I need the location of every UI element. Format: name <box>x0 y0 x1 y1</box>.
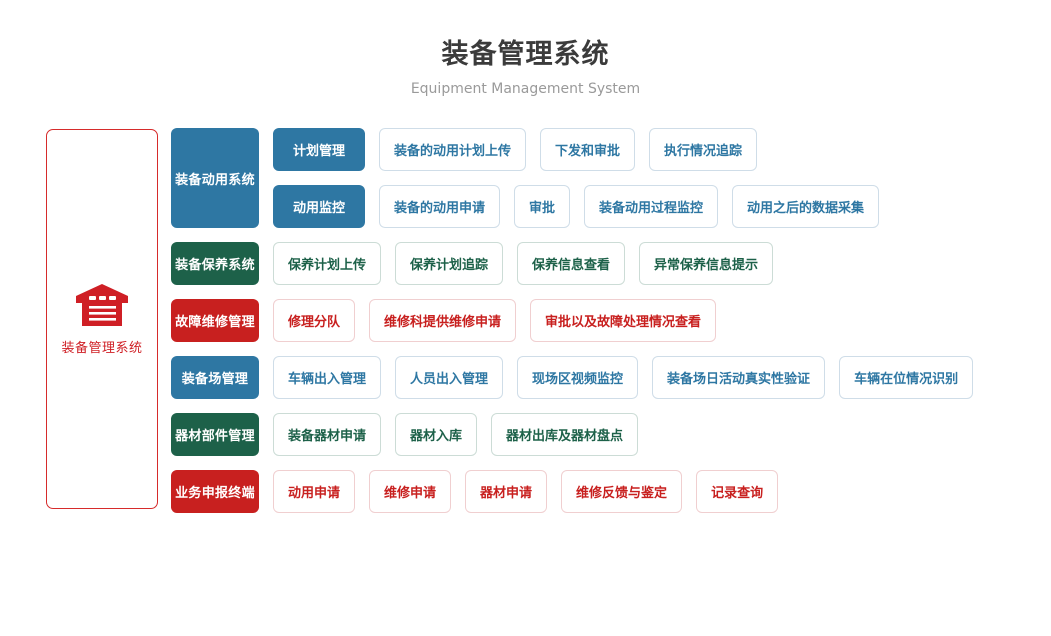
module-item[interactable]: 现场区视频监控 <box>517 356 639 399</box>
spacer <box>355 470 369 513</box>
module-item[interactable]: 装备的动用计划上传 <box>379 128 527 171</box>
module-item[interactable]: 车辆出入管理 <box>273 356 382 399</box>
spacer <box>381 413 395 456</box>
spacer <box>259 299 273 342</box>
subcategory-tile-plan-management[interactable]: 计划管理 <box>273 128 365 171</box>
module-item[interactable]: 维修反馈与鉴定 <box>561 470 683 513</box>
module-row: 装备场管理 车辆出入管理 人员出入管理 现场区视频监控 装备场日活动真实性验证 … <box>171 356 1031 399</box>
module-item[interactable]: 执行情况追踪 <box>649 128 758 171</box>
spacer <box>365 128 379 171</box>
warehouse-icon <box>74 282 130 328</box>
module-item[interactable]: 器材入库 <box>395 413 478 456</box>
spacer <box>259 242 273 285</box>
module-item[interactable]: 维修申请 <box>369 470 452 513</box>
category-tile-depot-management[interactable]: 装备场管理 <box>171 356 259 399</box>
spacer <box>503 356 517 399</box>
module-item[interactable]: 车辆在位情况识别 <box>839 356 974 399</box>
subgroup-stack: 计划管理 装备的动用计划上传 下发和审批 执行情况追踪 动用监控 装备的动用申请… <box>273 128 1031 228</box>
module-row: 业务申报终端 动用申请 维修申请 器材申请 维修反馈与鉴定 记录查询 <box>171 470 1031 513</box>
module-item[interactable]: 维修科提供维修申请 <box>369 299 517 342</box>
spacer <box>381 356 395 399</box>
category-tile-service-terminal[interactable]: 业务申报终端 <box>171 470 259 513</box>
spacer <box>526 128 540 171</box>
category-tile-parts-management[interactable]: 器材部件管理 <box>171 413 259 456</box>
module-item[interactable]: 装备场日活动真实性验证 <box>652 356 826 399</box>
module-item[interactable]: 人员出入管理 <box>395 356 504 399</box>
spacer <box>682 470 696 513</box>
spacer <box>259 470 273 513</box>
module-item[interactable]: 器材出库及器材盘点 <box>491 413 639 456</box>
spacer <box>570 185 584 228</box>
module-item[interactable]: 保养计划追踪 <box>395 242 504 285</box>
system-hero-label: 装备管理系统 <box>61 341 143 356</box>
spacer <box>259 128 273 228</box>
category-tile-fault-repair[interactable]: 故障维修管理 <box>171 299 259 342</box>
module-item[interactable]: 记录查询 <box>696 470 779 513</box>
spacer <box>825 356 839 399</box>
module-row: 器材部件管理 装备器材申请 器材入库 器材出库及器材盘点 <box>171 413 1031 456</box>
module-row: 装备动用系统 计划管理 装备的动用计划上传 下发和审批 执行情况追踪 动用监控 … <box>171 128 1031 228</box>
category-tile-equipment-usage[interactable]: 装备动用系统 <box>171 128 259 228</box>
spacer <box>718 185 732 228</box>
spacer <box>381 242 395 285</box>
module-item[interactable]: 装备动用过程监控 <box>584 185 719 228</box>
module-item[interactable]: 异常保养信息提示 <box>639 242 774 285</box>
subgroup-row-plan-management: 计划管理 装备的动用计划上传 下发和审批 执行情况追踪 <box>273 128 1031 171</box>
module-item[interactable]: 动用申请 <box>273 470 356 513</box>
spacer <box>516 299 530 342</box>
spacer <box>500 185 514 228</box>
module-item[interactable]: 保养计划上传 <box>273 242 382 285</box>
spacer <box>365 185 379 228</box>
module-item[interactable]: 器材申请 <box>465 470 548 513</box>
spacer <box>355 299 369 342</box>
spacer <box>635 128 649 171</box>
spacer <box>477 413 491 456</box>
category-tile-maintenance-system[interactable]: 装备保养系统 <box>171 242 259 285</box>
module-item[interactable]: 审批以及故障处理情况查看 <box>530 299 717 342</box>
module-item[interactable]: 装备器材申请 <box>273 413 382 456</box>
subgroup-row-usage-monitoring: 动用监控 装备的动用申请 审批 装备动用过程监控 动用之后的数据采集 <box>273 185 1031 228</box>
spacer <box>638 356 652 399</box>
module-row: 故障维修管理 修理分队 维修科提供维修申请 审批以及故障处理情况查看 <box>171 299 1031 342</box>
spacer <box>259 413 273 456</box>
module-grid: 装备动用系统 计划管理 装备的动用计划上传 下发和审批 执行情况追踪 动用监控 … <box>171 128 1031 527</box>
page-title: 装备管理系统 <box>441 39 610 70</box>
spacer <box>547 470 561 513</box>
module-item[interactable]: 装备的动用申请 <box>379 185 501 228</box>
spacer <box>259 356 273 399</box>
subcategory-tile-usage-monitoring[interactable]: 动用监控 <box>273 185 365 228</box>
system-hero-panel[interactable]: 装备管理系统 <box>46 129 158 509</box>
module-item[interactable]: 修理分队 <box>273 299 356 342</box>
page-subtitle: Equipment Management System <box>410 81 641 97</box>
spacer <box>503 242 517 285</box>
module-item[interactable]: 保养信息查看 <box>517 242 626 285</box>
page-header: 装备管理系统 Equipment Management System <box>0 38 1051 100</box>
module-item[interactable]: 动用之后的数据采集 <box>732 185 880 228</box>
module-item[interactable]: 审批 <box>514 185 571 228</box>
module-item[interactable]: 下发和审批 <box>540 128 636 171</box>
module-row: 装备保养系统 保养计划上传 保养计划追踪 保养信息查看 异常保养信息提示 <box>171 242 1031 285</box>
spacer <box>625 242 639 285</box>
spacer <box>451 470 465 513</box>
